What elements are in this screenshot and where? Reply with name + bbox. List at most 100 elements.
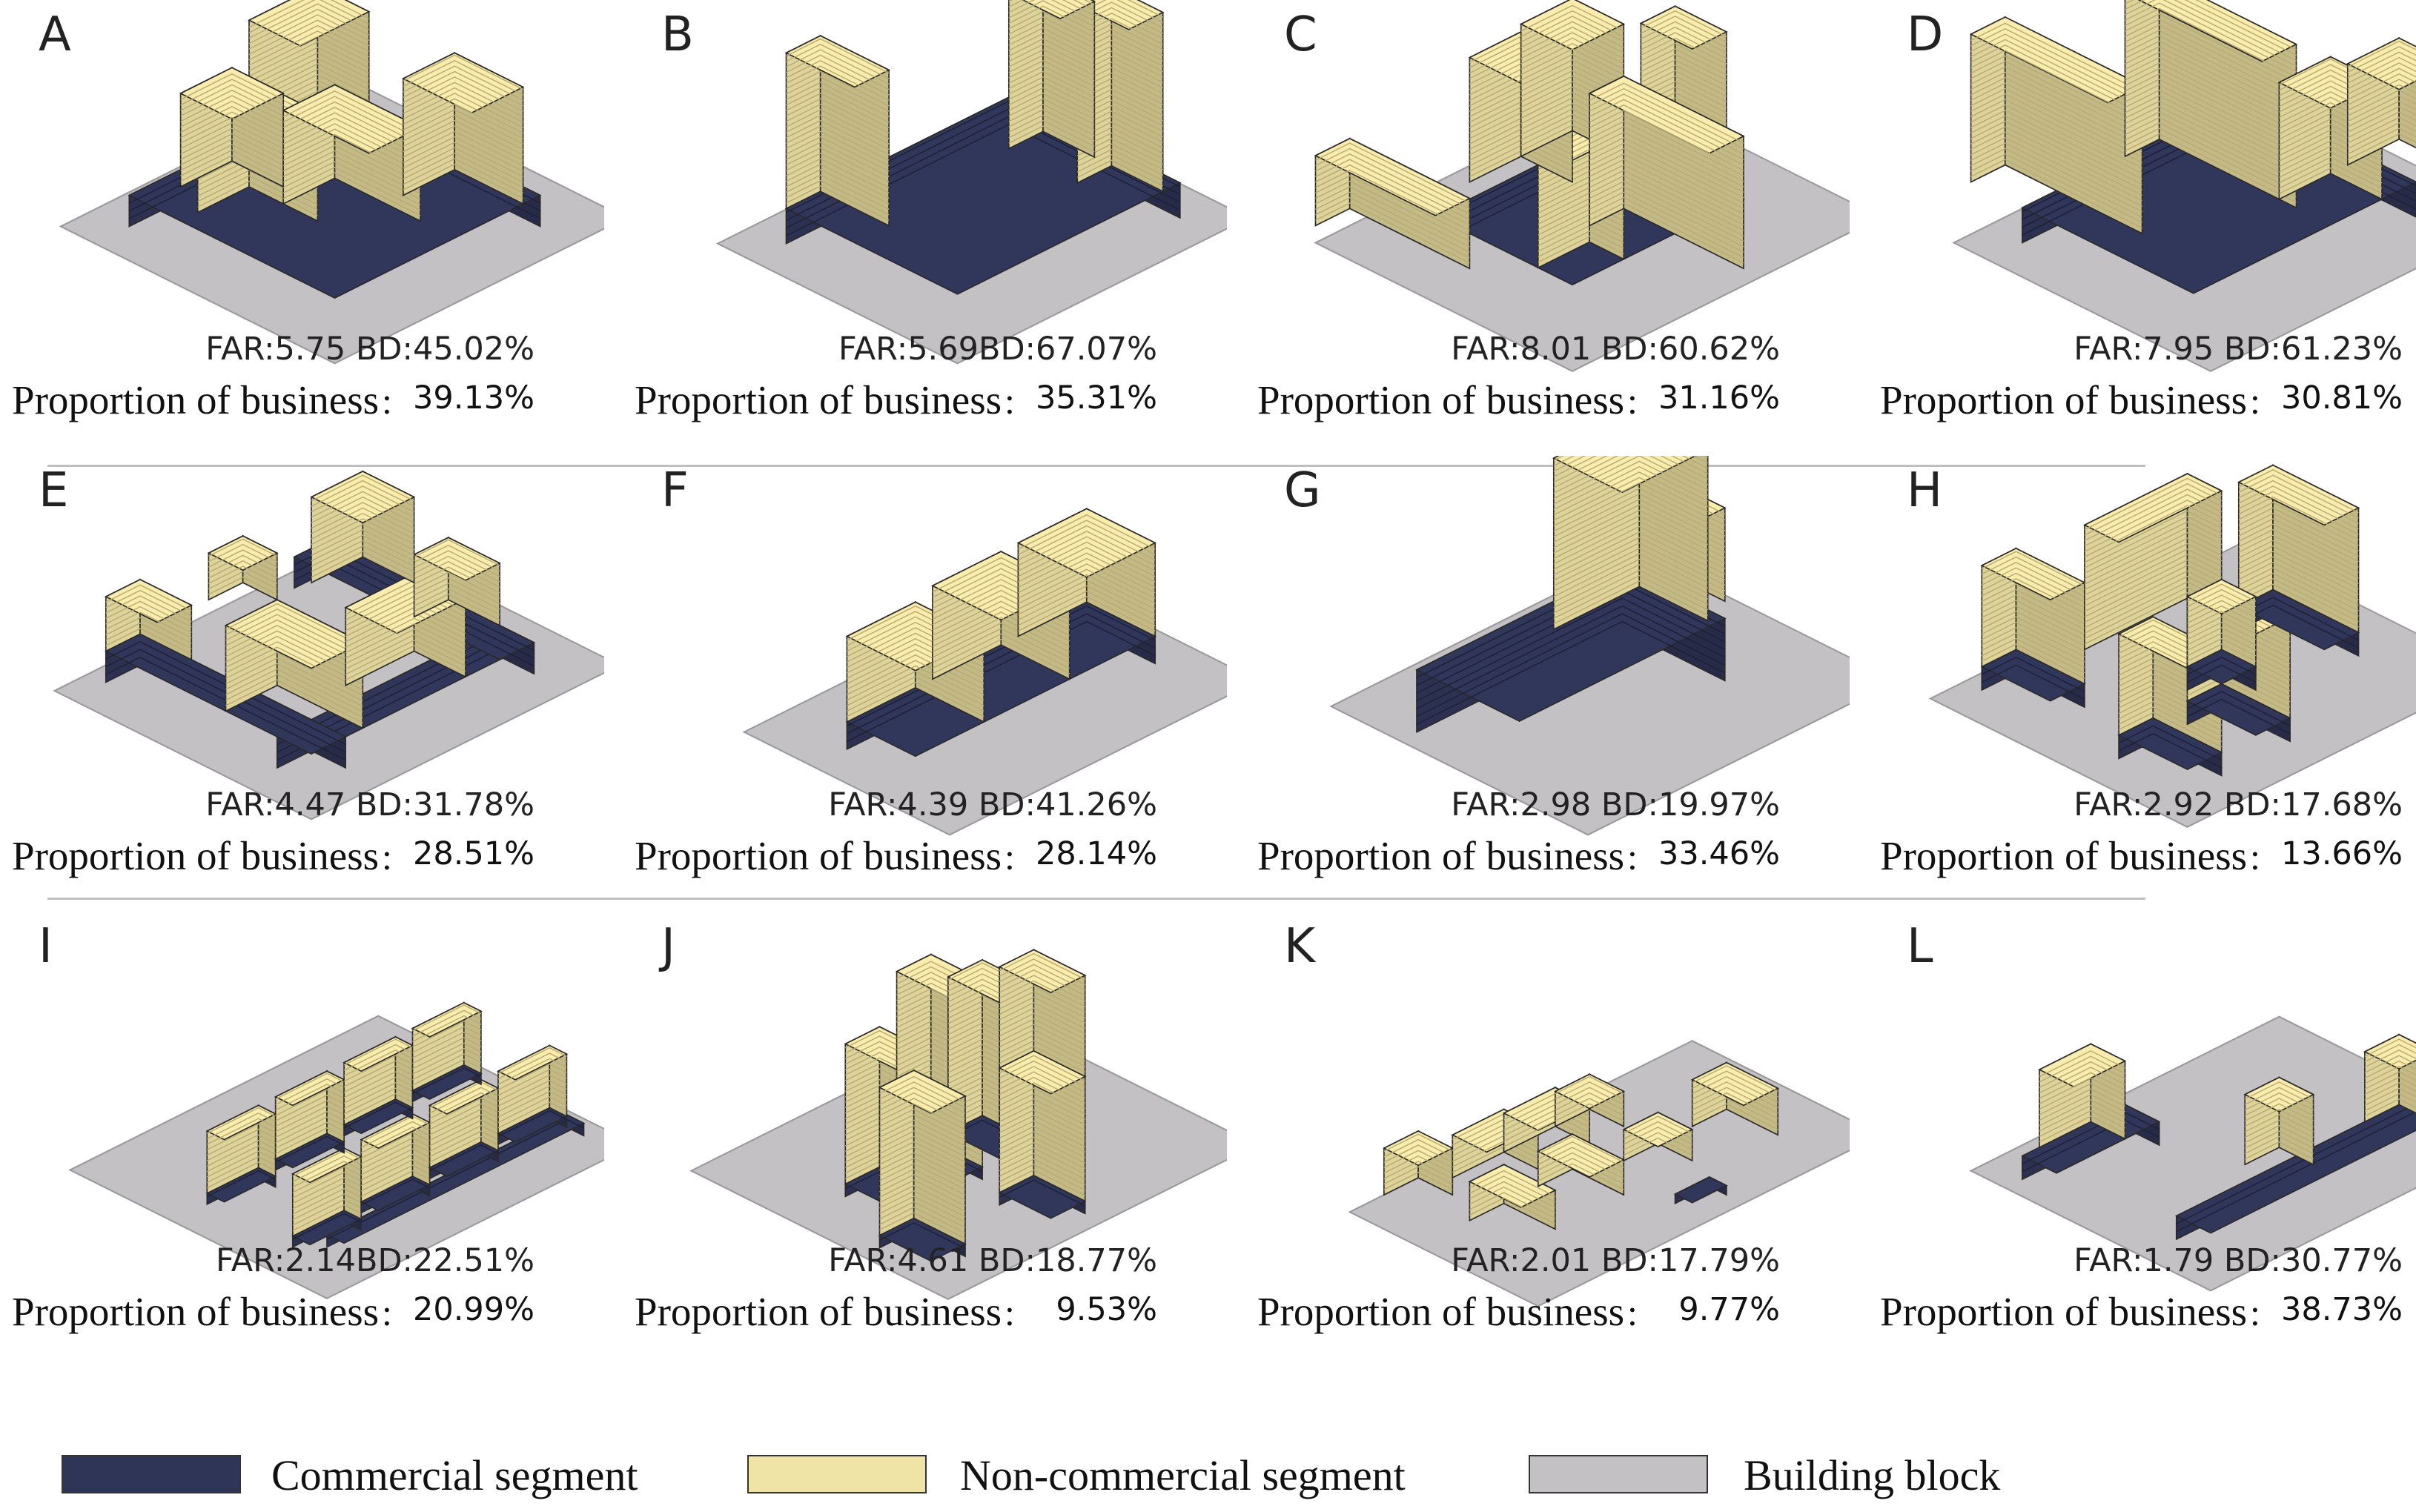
massing-diagram xyxy=(1314,0,1850,372)
panel-l: L FAR:1.79 BD:30.77% Proportion of busines… xyxy=(1868,912,2416,1371)
proportion-label: Proportion of business xyxy=(1257,833,1624,878)
legend-label-building-block: Building block xyxy=(1744,1451,2001,1499)
non-commercial-segment xyxy=(497,1044,569,1135)
proportion-of-business: Proportion of business:35.31% xyxy=(635,377,1157,423)
commercial-segment xyxy=(878,1217,967,1262)
non-commercial-segment xyxy=(360,1113,431,1203)
proportion-value: 9.53% xyxy=(1056,1291,1157,1328)
non-commercial-segment xyxy=(207,534,279,601)
non-commercial-segment xyxy=(998,1050,1087,1202)
massing-diagram xyxy=(742,507,1227,836)
panel-letter: B xyxy=(661,7,694,62)
non-commercial-segment xyxy=(878,1069,967,1245)
legend-label-commercial: Commercial segment xyxy=(271,1451,638,1499)
proportion-label: Proportion of business xyxy=(1880,377,2247,422)
panel-letter: K xyxy=(1284,919,1315,974)
legend-swatch-non-commercial xyxy=(747,1455,927,1493)
non-commercial-segment xyxy=(1536,1133,1626,1196)
massing-diagram xyxy=(1348,1040,1850,1307)
proportion-label: Proportion of business xyxy=(635,377,1002,422)
proportion-value: 28.14% xyxy=(1036,835,1157,872)
commercial-segment xyxy=(325,1113,586,1248)
commercial-segment xyxy=(497,1107,569,1146)
commercial-segment xyxy=(2117,717,2223,777)
non-commercial-segment xyxy=(310,470,416,584)
legend-swatch-commercial xyxy=(62,1455,241,1493)
proportion-separator: : xyxy=(1627,380,1638,422)
non-commercial-segment xyxy=(412,536,501,627)
proportion-value: 30.81% xyxy=(2281,379,2403,417)
proportion-of-business: Proportion of business: 9.53% xyxy=(635,1288,1157,1335)
building-block xyxy=(1969,1015,2416,1292)
non-commercial-segment xyxy=(1016,507,1157,637)
legend-non-commercial: Non-commercial segment xyxy=(747,1450,1489,1499)
far-bd-label: FAR:4.61 BD:18.77% xyxy=(828,1242,1157,1279)
non-commercial-segment xyxy=(2346,37,2416,166)
proportion-separator: : xyxy=(2250,836,2260,878)
proportion-of-business: Proportion of business:20.99% xyxy=(12,1288,535,1335)
panel-i: I FAR:2.14BD:22.51% Proportion of business… xyxy=(0,912,604,1371)
non-commercial-segment xyxy=(342,1035,414,1127)
non-commercial-segment xyxy=(2185,578,2257,668)
massing-diagram xyxy=(715,0,1227,365)
legend-swatch-building-block xyxy=(1529,1455,1708,1493)
far-bd-label: FAR:2.01 BD:17.79% xyxy=(1451,1242,1780,1279)
proportion-label: Proportion of business xyxy=(1257,1289,1624,1334)
non-commercial-segment xyxy=(1383,1130,1454,1196)
non-commercial-segment xyxy=(205,1104,277,1195)
proportion-of-business: Proportion of business:13.66% xyxy=(1880,832,2403,879)
proportion-value: 9.77% xyxy=(1678,1291,1780,1328)
non-commercial-segment xyxy=(104,578,193,661)
legend-building-block: Building block xyxy=(1529,1450,2196,1499)
panel-letter: A xyxy=(39,7,71,62)
far-bd-label: FAR:2.14BD:22.51% xyxy=(215,1242,535,1279)
proportion-separator: : xyxy=(2250,380,2260,422)
non-commercial-segment xyxy=(1622,1111,1694,1162)
proportion-separator: : xyxy=(382,836,392,878)
panel-letter: J xyxy=(661,919,675,974)
commercial-segment xyxy=(342,1098,414,1137)
panel-letter: G xyxy=(1284,463,1321,518)
proportion-of-business: Proportion of business:28.51% xyxy=(12,832,535,879)
far-bd-label: FAR:1.79 BD:30.77% xyxy=(2074,1242,2403,1279)
proportion-separator: : xyxy=(1627,1292,1638,1333)
proportion-label: Proportion of business xyxy=(12,833,379,878)
non-commercial-segment xyxy=(1554,1073,1626,1128)
proportion-label: Proportion of business xyxy=(1880,1289,2247,1334)
proportion-of-business: Proportion of business:39.13% xyxy=(12,377,535,423)
commercial-segment xyxy=(205,1167,277,1206)
massing-diagram xyxy=(53,470,604,820)
non-commercial-segment xyxy=(2124,0,2298,209)
proportion-of-business: Proportion of business: 9.77% xyxy=(1257,1288,1780,1335)
proportion-label: Proportion of business xyxy=(1880,833,2247,878)
proportion-label: Proportion of business xyxy=(635,833,1002,878)
non-commercial-segment xyxy=(1007,0,1096,159)
panel-letter: L xyxy=(1907,919,1933,974)
far-bd-label: FAR:4.39 BD:41.26% xyxy=(828,786,1157,823)
commercial-segment xyxy=(1980,649,2086,709)
proportion-label: Proportion of business xyxy=(12,377,379,422)
non-commercial-segment xyxy=(2038,1043,2127,1149)
proportion-of-business: Proportion of business:31.16% xyxy=(1257,377,1780,423)
far-bd-label: FAR:2.98 BD:19.97% xyxy=(1451,786,1780,823)
proportion-label: Proportion of business xyxy=(635,1289,1002,1334)
panel-letter: C xyxy=(1284,7,1317,62)
massing-diagram xyxy=(1969,1015,2416,1292)
proportion-separator: : xyxy=(1005,1292,1015,1333)
panel-letter: E xyxy=(39,463,69,518)
non-commercial-segment xyxy=(282,84,422,222)
proportion-of-business: Proportion of business:38.73% xyxy=(1880,1288,2403,1335)
proportion-separator: : xyxy=(382,1292,392,1333)
commercial-segment xyxy=(2185,683,2291,743)
proportion-value: 13.66% xyxy=(2281,835,2403,872)
proportion-separator: : xyxy=(1005,836,1015,878)
non-commercial-segment xyxy=(428,1078,500,1169)
panel-letter: I xyxy=(39,919,53,974)
non-commercial-segment xyxy=(1519,0,1626,158)
proportion-value: 33.46% xyxy=(1658,835,1780,872)
proportion-value: 28.51% xyxy=(413,835,535,872)
